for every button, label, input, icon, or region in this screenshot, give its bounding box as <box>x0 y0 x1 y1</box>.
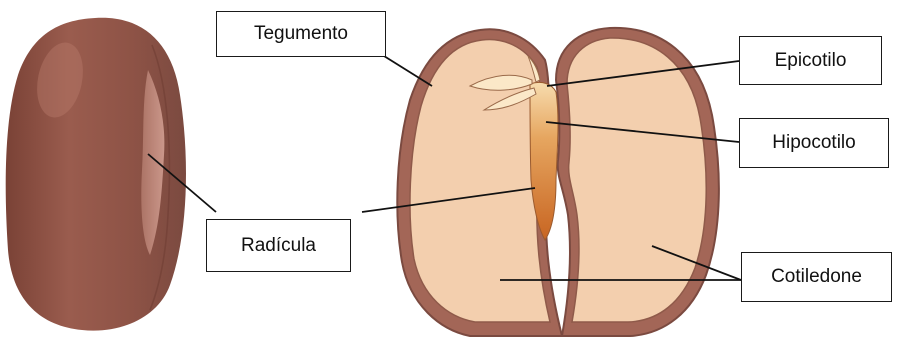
label-hipocotilo: Hipocotilo <box>739 118 889 168</box>
label-radicula: Radícula <box>206 219 351 272</box>
label-cotiledone: Cotiledone <box>741 252 892 302</box>
label-tegumento: Tegumento <box>216 11 386 57</box>
label-epicotilo: Epicotilo <box>739 36 882 85</box>
whole-bean <box>6 18 186 331</box>
